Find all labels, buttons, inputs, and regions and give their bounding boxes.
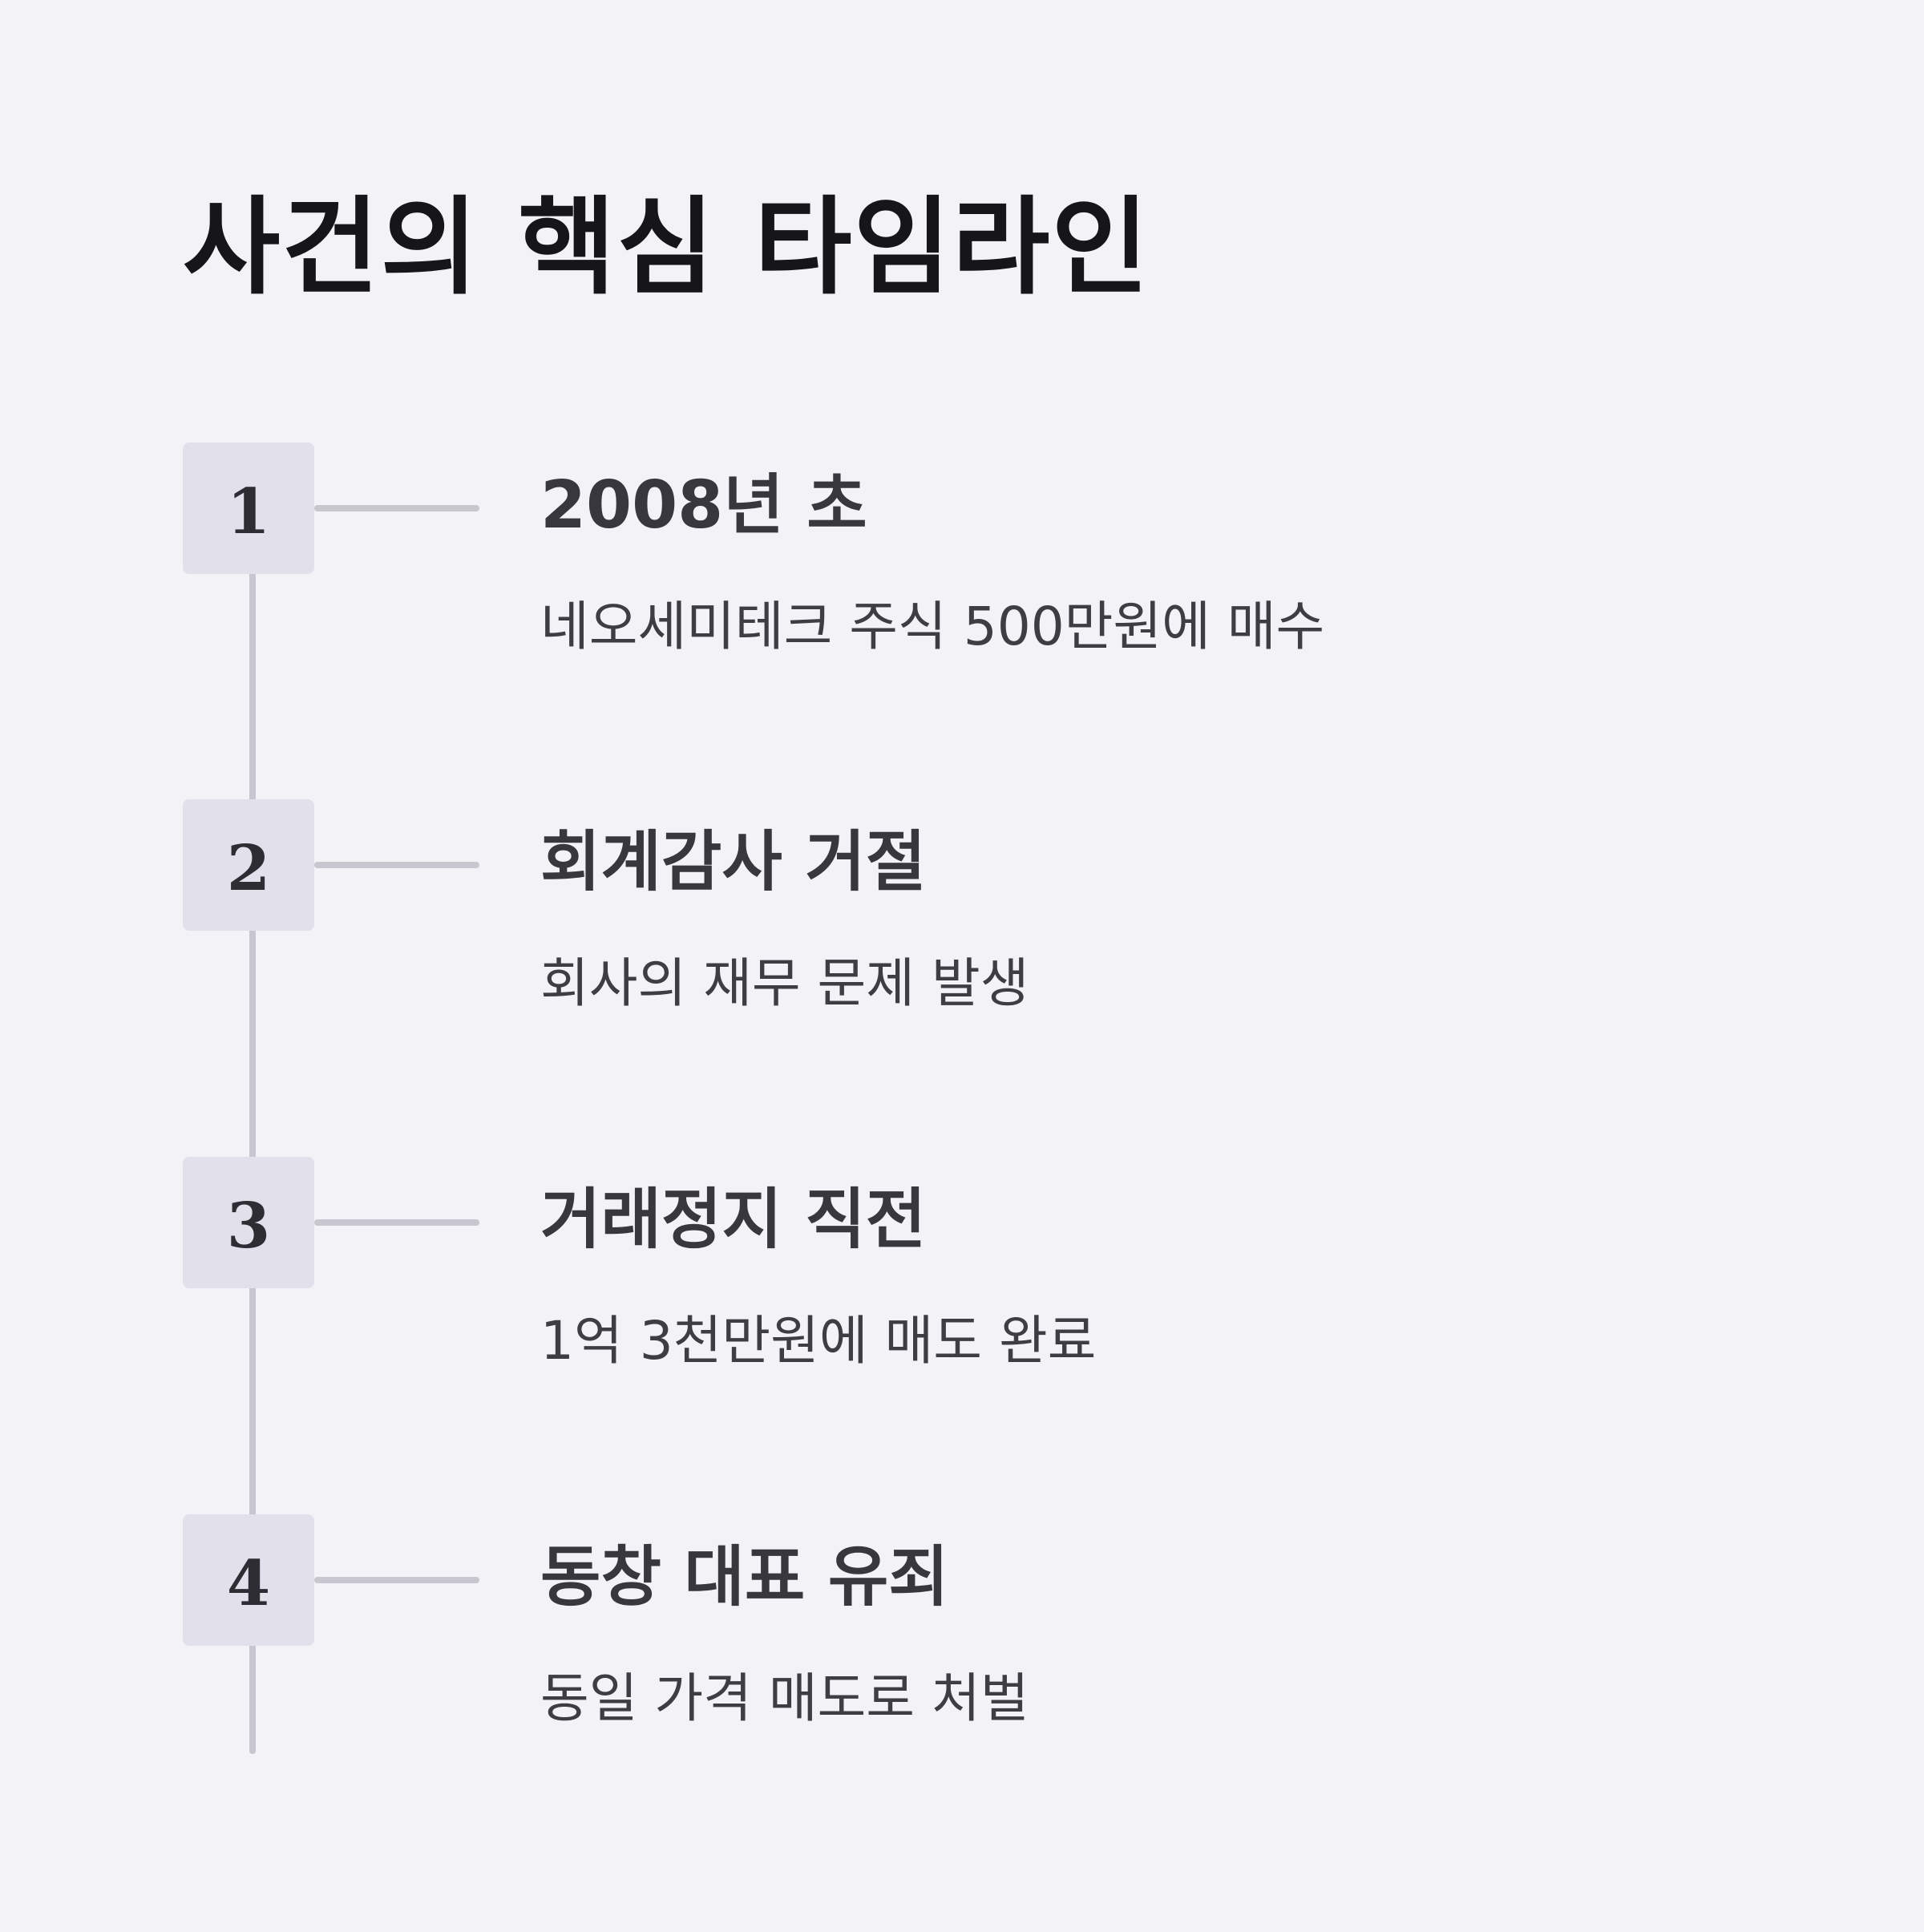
timeline-step-1: 1 2008년 초 네오세미테크 주식 500만원에 매수: [0, 443, 1924, 683]
step-number: 3: [226, 1190, 271, 1263]
step-connector: [314, 1219, 479, 1226]
step-connector: [314, 505, 479, 511]
step-number: 2: [226, 832, 271, 905]
step-number-box: 4: [183, 1514, 314, 1646]
step-number: 4: [226, 1547, 271, 1620]
step-number-box: 1: [183, 443, 314, 574]
step-connector: [314, 862, 479, 868]
timeline-step-4: 4 동창 대표 유죄 동일 가격 매도로 처벌: [0, 1514, 1924, 1755]
step-number-box: 3: [183, 1157, 314, 1288]
step-heading: 회계감사 거절: [540, 824, 927, 900]
step-heading: 동창 대표 유죄: [540, 1539, 949, 1615]
step-description: 1억 3천만원에 매도 완료: [540, 1310, 1097, 1372]
step-heading: 거래정지 직전: [540, 1182, 927, 1258]
step-description: 동일 가격 매도로 처벌: [540, 1667, 1029, 1729]
step-heading: 2008년 초: [540, 467, 867, 544]
timeline-step-2: 2 회계감사 거절 회사의 재무 문제 발생: [0, 799, 1924, 1040]
timeline-step-3: 3 거래정지 직전 1억 3천만원에 매도 완료: [0, 1157, 1924, 1397]
step-description: 네오세미테크 주식 500만원에 매수: [540, 596, 1325, 657]
page-title: 사건의 핵심 타임라인: [183, 186, 1150, 309]
step-connector: [314, 1577, 479, 1583]
step-number-box: 2: [183, 799, 314, 931]
step-description: 회사의 재무 문제 발생: [540, 952, 1029, 1014]
step-number: 1: [226, 475, 271, 548]
